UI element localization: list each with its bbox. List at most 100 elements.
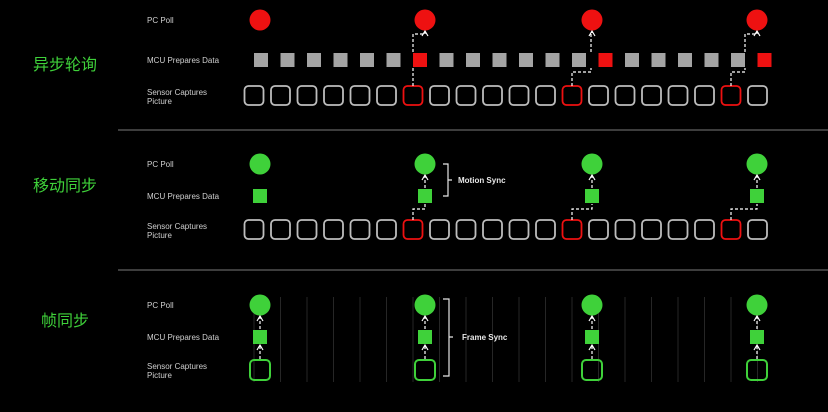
sensor-frame	[249, 359, 271, 381]
sensor-frame-highlight	[402, 85, 424, 106]
pc-poll-circle	[746, 153, 768, 175]
arrow-up-icon	[753, 343, 761, 351]
row-label-mcu-prepares-data: MCU Prepares Data	[147, 333, 220, 342]
sensor-frame	[429, 219, 450, 240]
sensor-frame	[614, 219, 636, 240]
sensor-frame-highlight	[720, 219, 742, 240]
sensor-frame	[455, 219, 477, 240]
mcu-to-poll-connector	[412, 31, 426, 52]
mcu-data-block	[572, 53, 586, 67]
sensor-frame	[535, 85, 556, 106]
sensor-frame	[581, 359, 603, 381]
row-label-picture: Picture	[147, 231, 172, 240]
sensor-to-mcu-connector	[571, 68, 592, 86]
mcu-data-block	[519, 53, 533, 67]
mcu-data-block	[492, 53, 507, 67]
sensor-frame	[482, 85, 503, 106]
arrow-up-icon	[588, 343, 596, 351]
mcu-data-block	[386, 53, 401, 67]
sensor-frame	[747, 85, 768, 106]
section-title-motion: 移动同步	[33, 176, 97, 195]
sensor-frame	[414, 359, 436, 381]
mcu-data-block	[253, 330, 267, 344]
row-label-pc-poll: PC Poll	[147, 16, 174, 25]
mcu-data-block	[280, 53, 295, 67]
sync-bracket	[443, 298, 453, 377]
sync-bracket	[443, 163, 452, 197]
mcu-data-block-highlight	[757, 53, 772, 67]
sensor-frame	[270, 219, 291, 240]
pc-poll-circle	[581, 294, 603, 316]
sensor-frame	[243, 219, 265, 240]
row-label-pc-poll: PC Poll	[147, 301, 174, 310]
arrow-up-icon	[753, 173, 761, 181]
pc-poll-circle	[249, 9, 271, 31]
sensor-frame	[508, 85, 530, 106]
pc-poll-circle	[746, 9, 768, 31]
row-label-sensor-captures: Sensor Captures	[147, 222, 207, 231]
sensor-frame	[614, 85, 636, 106]
row-label-sensor-captures: Sensor Captures	[147, 362, 207, 371]
mcu-data-block	[418, 330, 432, 344]
sensor-frame	[588, 85, 609, 106]
sensor-to-mcu-connector	[730, 68, 746, 86]
mcu-data-block	[418, 189, 432, 203]
sensor-frame-highlight	[720, 85, 742, 106]
mcu-data-block	[651, 53, 666, 67]
mcu-data-block	[750, 189, 764, 203]
sensor-frame	[296, 219, 318, 240]
mcu-data-block	[750, 330, 764, 344]
mcu-to-poll-connector	[744, 31, 758, 52]
sensor-frame-highlight	[402, 219, 424, 240]
mcu-data-block	[466, 53, 480, 67]
arrow-up-icon	[421, 314, 429, 322]
mcu-data-block	[439, 53, 454, 67]
pc-poll-circle	[414, 294, 436, 316]
row-label-mcu-prepares-data: MCU Prepares Data	[147, 192, 220, 201]
mcu-data-block-highlight	[598, 53, 613, 67]
arrow-up-icon	[753, 314, 761, 322]
sensor-to-mcu-connector	[571, 204, 593, 220]
row-label-pc-poll: PC Poll	[147, 160, 174, 169]
sensor-to-mcu-connector	[730, 204, 758, 220]
arrow-up-icon	[256, 314, 264, 322]
arrow-up-icon	[588, 173, 596, 181]
sensor-frame	[349, 85, 371, 106]
arrow-up-icon	[421, 173, 429, 181]
pc-poll-circle	[249, 294, 271, 316]
mcu-data-block	[585, 189, 599, 203]
sensor-frame	[270, 85, 291, 106]
sensor-frame-highlight	[561, 85, 583, 106]
sensor-frame	[667, 219, 689, 240]
pc-poll-circle	[581, 9, 603, 31]
pc-poll-circle	[581, 153, 603, 175]
sensor-frame	[535, 219, 556, 240]
sensor-frame	[323, 85, 344, 106]
mcu-data-block	[625, 53, 639, 67]
mcu-data-block	[704, 53, 719, 67]
sensor-frame	[694, 85, 715, 106]
arrow-up-icon	[421, 29, 429, 37]
sensor-frame	[508, 219, 530, 240]
pc-poll-circle	[414, 9, 436, 31]
sensor-frame	[667, 85, 689, 106]
pc-poll-circle	[414, 153, 436, 175]
sensor-frame	[588, 219, 609, 240]
mcu-to-poll-connector	[590, 31, 593, 52]
sensor-frame	[746, 359, 768, 381]
mcu-data-block	[545, 53, 560, 67]
sensor-frame	[482, 219, 503, 240]
sensor-frame-highlight	[561, 219, 583, 240]
row-label-sensor-captures: Sensor Captures	[147, 88, 207, 97]
sensor-frame	[323, 219, 344, 240]
sensor-frame	[429, 85, 450, 106]
sensor-frame	[376, 219, 397, 240]
sync-label-frame: Frame Sync	[462, 333, 508, 342]
mcu-data-block	[333, 53, 348, 67]
sensor-frame	[349, 219, 371, 240]
mcu-data-block	[307, 53, 321, 67]
sensor-frame	[694, 219, 715, 240]
row-label-picture: Picture	[147, 371, 172, 380]
mcu-data-block	[253, 189, 267, 203]
